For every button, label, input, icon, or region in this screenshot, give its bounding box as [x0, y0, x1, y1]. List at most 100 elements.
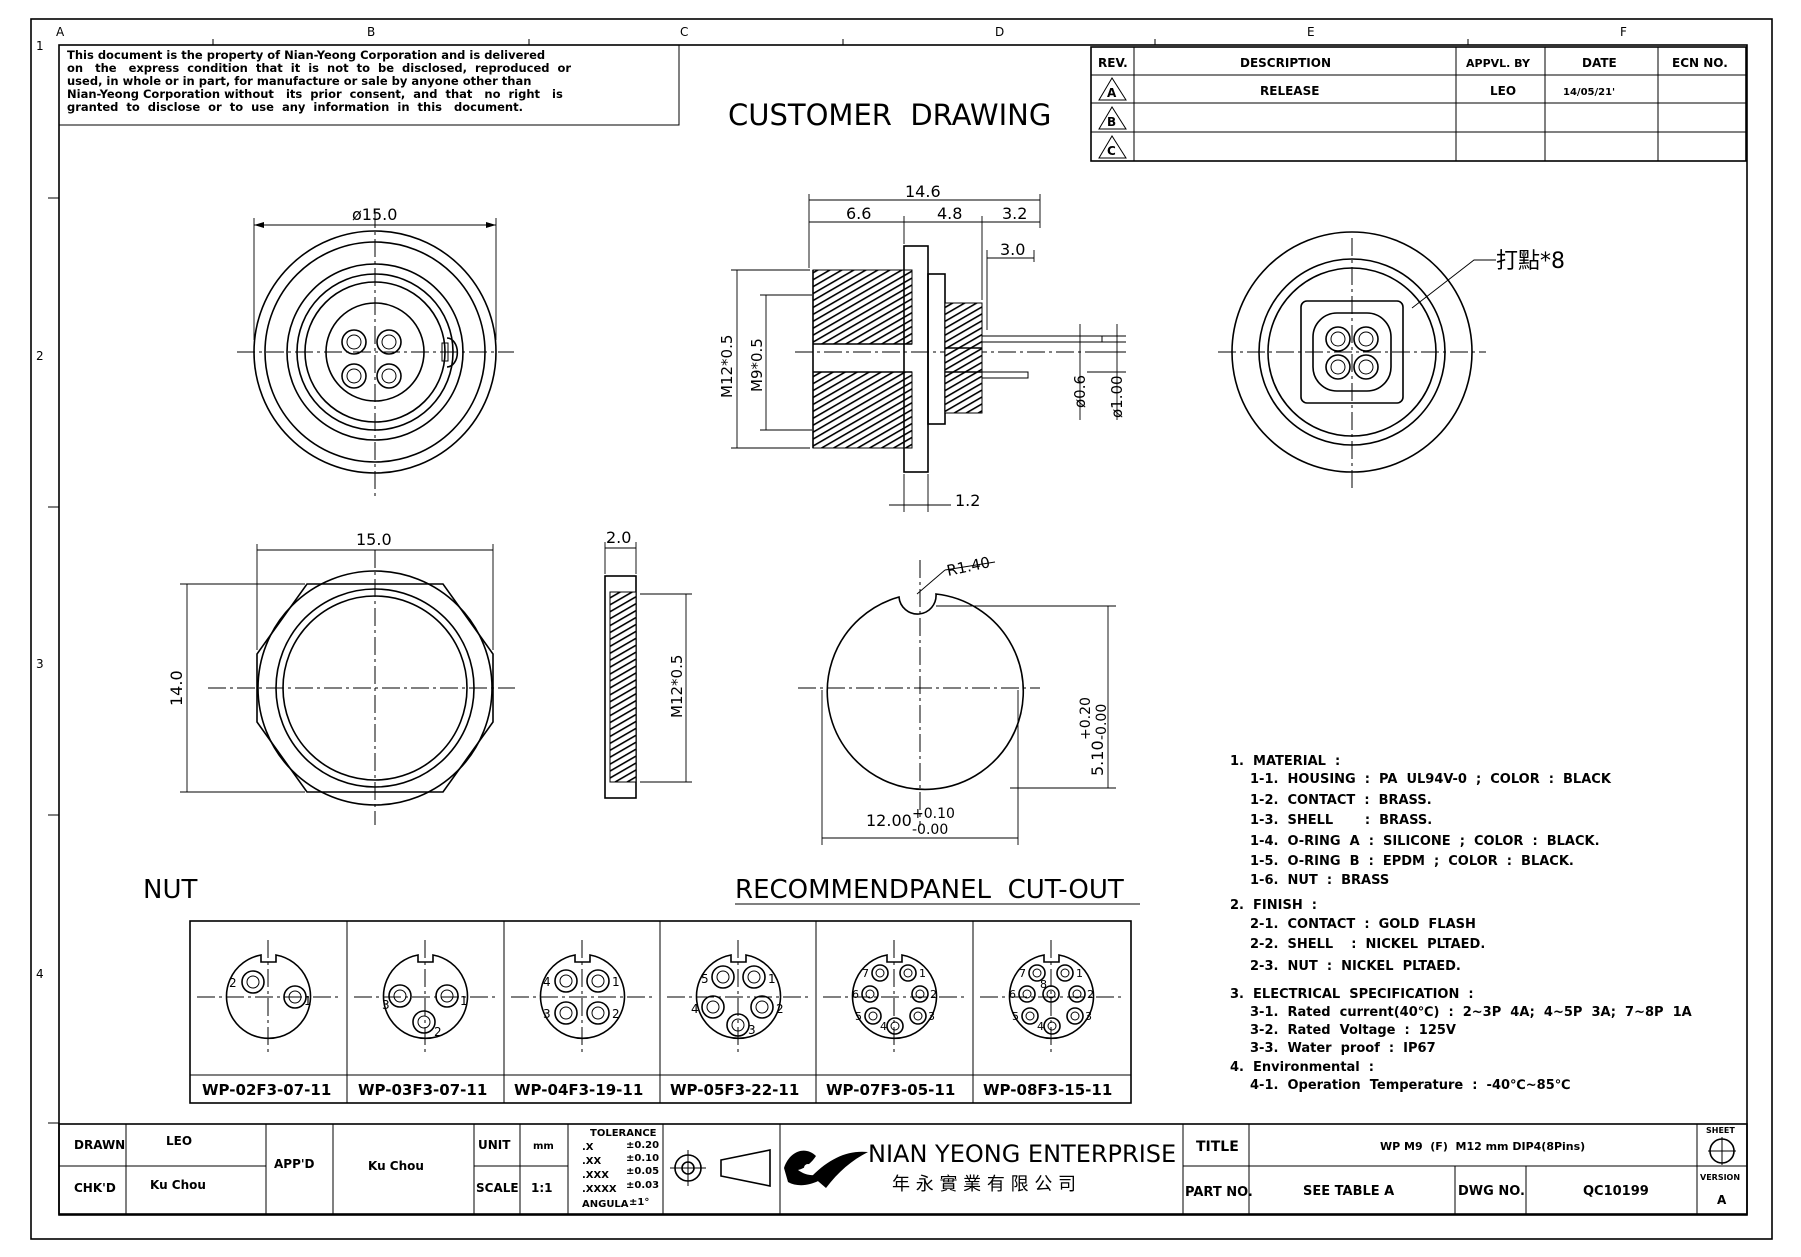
note-environmental-title: 4. Environmental :: [1230, 1060, 1374, 1075]
side-view: 14.6 6.6 4.8 3.2 3.0 M12*0.5 M9*0.5 ø0.6…: [718, 182, 1126, 512]
zone-row-2: 2: [36, 349, 44, 363]
tb-unit-value: mm: [533, 1141, 554, 1152]
variants-table: [189, 920, 1132, 1104]
variant-8pin-pin-7: 7: [1019, 967, 1026, 980]
dim-side-c: 3.2: [1002, 204, 1027, 223]
spec-notes: 1. MATERIAL : 1-1. HOUSING : PA UL94V-0 …: [1230, 754, 1692, 1093]
rev-header-ecn: ECN NO.: [1672, 56, 1728, 70]
tb-dwgno-value: QC10199: [1583, 1184, 1649, 1199]
note-material-5: 1-5. O-RING B : EPDM ; COLOR : BLACK.: [1250, 854, 1574, 869]
notice-line-4: Nian-Yeong Corporation without its prior…: [67, 87, 563, 101]
cutout-view: R1.40 12.00 +0.10 -0.00 5.10 +0.20 -0.00: [798, 553, 1116, 845]
rev-header-rev: REV.: [1098, 56, 1128, 70]
variant-4pin-pin-3: 3: [543, 1007, 551, 1021]
tb-tolerance-title: TOLERANCE: [590, 1128, 657, 1139]
variant-8pin-pin-5: 5: [1012, 1010, 1019, 1023]
dim-front-diameter: ø15.0: [352, 205, 397, 224]
marking-note: 打點*8: [1496, 249, 1565, 274]
dim-nut-height: 14.0: [167, 670, 186, 706]
inner-border: [58, 44, 1748, 1216]
variant-5pin-pin-4: 4: [691, 1002, 699, 1016]
note-finish-1: 2-1. CONTACT : GOLD FLASH: [1250, 917, 1476, 932]
zone-row-3: 3: [36, 657, 44, 671]
nut-label: NUT: [143, 875, 197, 905]
dim-flange: 1.2: [955, 491, 980, 510]
dim-cutout-flat-tol-upper: +0.20: [1078, 697, 1094, 740]
variant-8pin-pin-6: 6: [1009, 988, 1016, 1001]
variant-4pin: 4 1 3 2 WP-04F3-19-11: [511, 940, 653, 1099]
dim-cutout-flat: 5.10: [1088, 740, 1107, 776]
note-electrical-2: 3-2. Rated Voltage : 125V: [1250, 1023, 1456, 1038]
drawing-heading: CUSTOMER DRAWING: [728, 98, 1051, 132]
variant-7pin-pin-1: 1: [919, 967, 926, 980]
variant-5pin-pin-3: 3: [748, 1023, 756, 1037]
variant-7pin-pin-3: 3: [928, 1010, 935, 1023]
variant-4pin-pin-4: 4: [543, 975, 551, 989]
tb-tol-3-val: ±0.05: [626, 1166, 659, 1177]
note-electrical-1: 3-1. Rated current(40℃) : 2~3P 4A; 4~5P …: [1250, 1005, 1692, 1020]
variant-3pin-pin-1: 1: [460, 994, 468, 1008]
variant-8pin-pin-4: 4: [1037, 1020, 1044, 1033]
variant-7pin-pin-6: 6: [852, 988, 859, 1001]
tb-tol-5-key: ANGULA: [582, 1199, 629, 1210]
zone-labels: A B C D E F 1 2 3 4: [36, 25, 1627, 981]
nut-front-view: 15.0 14.0: [167, 530, 515, 825]
variant-5pin-pin-5: 5: [701, 972, 709, 986]
dim-nut-thread: M12*0.5: [668, 655, 686, 718]
variant-2pin-part: WP-02F3-07-11: [202, 1081, 331, 1099]
rev-triangles: [1098, 77, 1127, 159]
rev-header-appvl: APPVL. BY: [1466, 57, 1531, 70]
variant-8pin-pin-2: 2: [1087, 988, 1094, 1001]
tb-unit-label: UNIT: [478, 1138, 511, 1152]
variant-5pin-pin-2: 2: [776, 1002, 784, 1016]
dim-thread-outer: M12*0.5: [718, 335, 736, 398]
variant-3pin-pin-3: 3: [382, 998, 390, 1012]
notice-line-2: on the express condition that it is not …: [67, 61, 571, 75]
zone-col-a: A: [56, 25, 65, 39]
tb-tol-1-key: .X: [582, 1142, 594, 1153]
tb-scale-label: SCALE: [476, 1181, 519, 1195]
dim-cutout-diameter-tol-upper: +0.10: [912, 806, 955, 822]
notice-line-5: granted to disclose or to use any inform…: [67, 100, 523, 114]
variant-8pin-part: WP-08F3-15-11: [983, 1081, 1112, 1099]
variant-8pin: 7 1 6 8 2 5 4 3 WP-08F3-15-11: [980, 940, 1124, 1099]
dim-cutout-radius: R1.40: [945, 553, 992, 580]
dim-cutout-diameter-tol-lower: -0.00: [912, 822, 948, 838]
notice-line-3: used, in whole or in part, for manufactu…: [67, 74, 531, 88]
variant-5pin-part: WP-05F3-22-11: [670, 1081, 799, 1099]
variant-5pin: 5 1 4 2 3 WP-05F3-22-11: [667, 940, 810, 1099]
note-finish-3: 2-3. NUT : NICKEL PLTAED.: [1250, 959, 1461, 974]
note-environmental-1: 4-1. Operation Temperature : -40℃~85℃: [1250, 1078, 1571, 1093]
tb-scale-value: 1:1: [531, 1181, 553, 1195]
rev-header-description: DESCRIPTION: [1240, 56, 1331, 70]
zone-col-e: E: [1307, 25, 1315, 39]
cutout-label: RECOMMENDPANEL CUT-OUT: [735, 875, 1124, 905]
tb-title-value: WP M9 (F) M12 mm DIP4(8Pins): [1380, 1140, 1585, 1153]
tb-version-label: VERSION: [1700, 1173, 1740, 1182]
variant-2pin-pin-1: 1: [304, 994, 312, 1008]
tb-dwgno-label: DWG NO.: [1458, 1184, 1525, 1199]
variant-5pin-pin-1: 1: [768, 972, 776, 986]
dim-side-d: 3.0: [1000, 240, 1025, 259]
variant-2pin: 2 1 WP-02F3-07-11: [197, 940, 340, 1099]
company-name: NIAN YEONG ENTERPRISE: [868, 1140, 1176, 1168]
variant-7pin-pin-4: 4: [880, 1020, 887, 1033]
tb-partno-value: SEE TABLE A: [1303, 1184, 1394, 1199]
dim-pin-pitch: ø1.00: [1108, 375, 1126, 418]
tb-tol-5-val: ±1°: [629, 1197, 649, 1208]
variant-3pin-part: WP-03F3-07-11: [358, 1081, 487, 1099]
note-material-3: 1-3. SHELL : BRASS.: [1250, 813, 1432, 828]
note-finish-2: 2-2. SHELL : NICKEL PLTAED.: [1250, 937, 1485, 952]
tb-partno-label: PART NO.: [1185, 1185, 1253, 1200]
zone-col-f: F: [1620, 25, 1627, 39]
dim-nut-thickness: 2.0: [606, 528, 631, 547]
zone-col-c: C: [680, 25, 688, 39]
dim-nut-width: 15.0: [356, 530, 392, 549]
variant-2pin-pin-2: 2: [229, 976, 237, 990]
rev-a-code: A: [1107, 86, 1117, 100]
tb-version-value: A: [1717, 1193, 1727, 1207]
variant-4pin-pin-1: 1: [612, 975, 620, 989]
variant-4pin-part: WP-04F3-19-11: [514, 1081, 643, 1099]
nut-side-view: 2.0 M12*0.5: [604, 528, 692, 799]
tb-sheet-label: SHEET: [1706, 1126, 1735, 1135]
